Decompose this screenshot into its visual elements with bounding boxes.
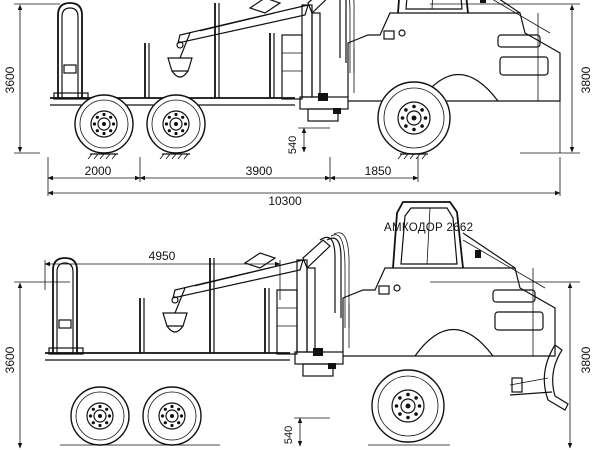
- bottom-crane-reach-label: 4950: [149, 249, 176, 263]
- top-overall-length-label: 10300: [268, 194, 302, 208]
- top-seg-mid-label: 3900: [246, 164, 273, 178]
- top-seg-rear-label: 2000: [85, 164, 112, 178]
- bottom-height-left-label: 3600: [3, 346, 17, 373]
- top-height-right-label: 3800: [579, 66, 593, 93]
- bottom-view: 4950 3600 3800 540: [3, 201, 593, 449]
- top-seg-front-label: 1850: [365, 164, 392, 178]
- model-caption: АМКОДОР 2662: [384, 222, 473, 234]
- bottom-height-right-label: 3800: [579, 346, 593, 373]
- bottom-clearance-label: 540: [283, 426, 295, 444]
- top-height-left-label: 3600: [3, 66, 17, 93]
- top-clearance-label: 540: [287, 136, 299, 154]
- top-view: 3600 3800 540 2000 3900 1850 10300: [3, 0, 593, 208]
